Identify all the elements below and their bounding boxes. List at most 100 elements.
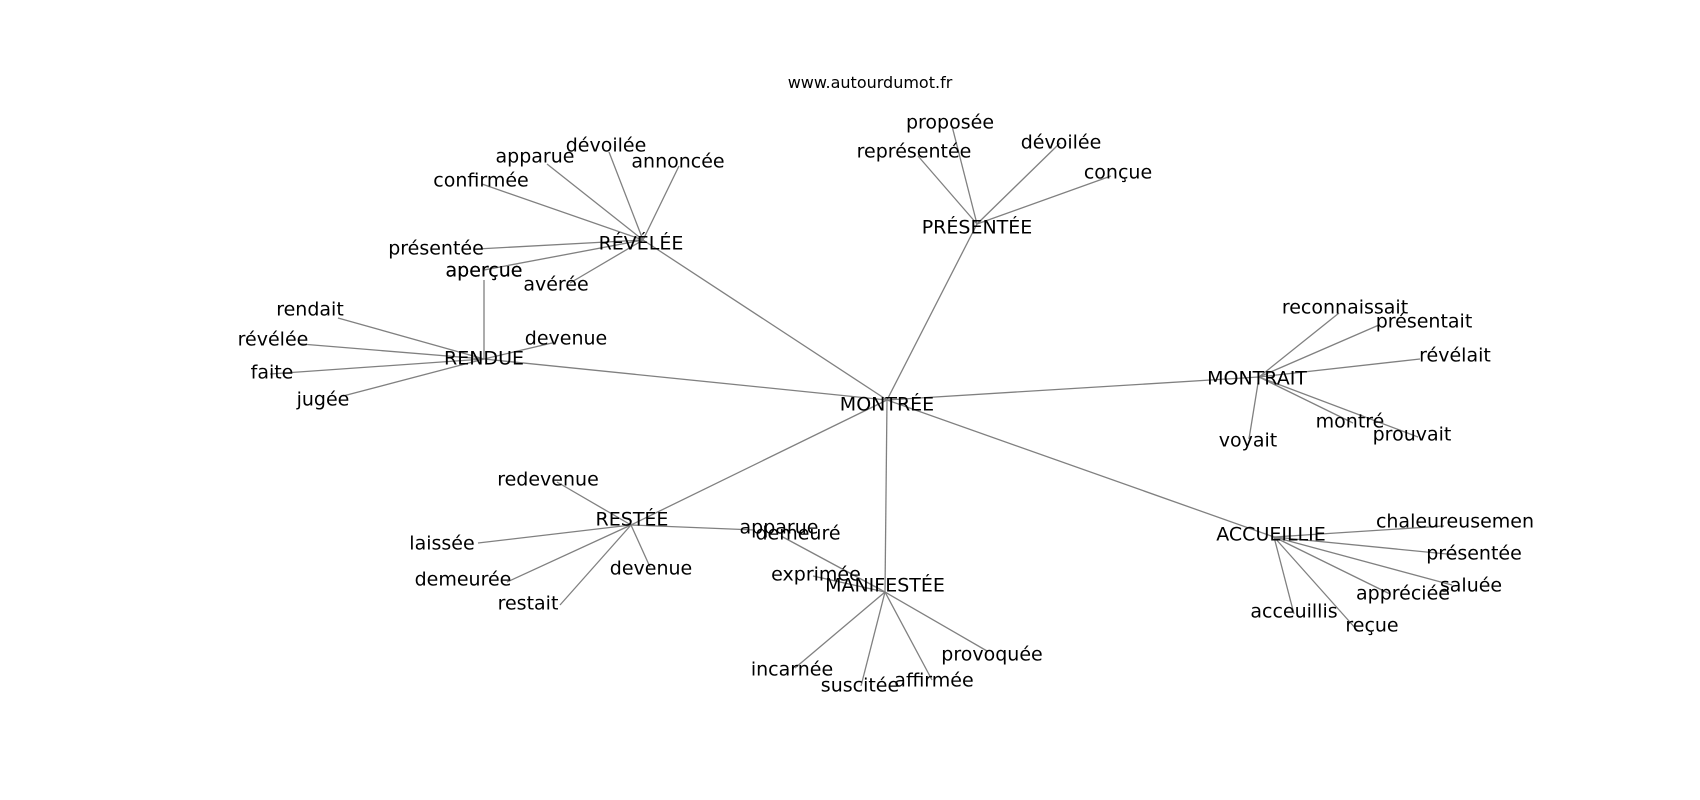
hub-word-restee[interactable]: RESTÉE bbox=[596, 508, 669, 531]
edge bbox=[642, 165, 680, 241]
leaf-word[interactable]: acceuillis bbox=[1250, 601, 1337, 623]
hub-word-accueillie[interactable]: ACCUEILLIE bbox=[1216, 524, 1326, 546]
leaf-word[interactable]: rendait bbox=[276, 299, 344, 321]
edge bbox=[1273, 525, 1445, 538]
edge bbox=[477, 524, 632, 544]
leaf-word[interactable]: demeurée bbox=[415, 569, 512, 591]
leaf-word[interactable]: prouvait bbox=[1373, 424, 1452, 446]
edge bbox=[642, 239, 888, 401]
leaf-word[interactable]: confirmée bbox=[433, 170, 528, 192]
edge bbox=[483, 342, 553, 360]
edge bbox=[1273, 536, 1358, 631]
edge bbox=[884, 399, 888, 593]
leaf-word[interactable]: devenue bbox=[610, 558, 692, 580]
edge bbox=[886, 376, 1260, 401]
edge bbox=[951, 125, 978, 225]
edge bbox=[569, 239, 644, 284]
edge bbox=[860, 591, 886, 687]
leaf-word[interactable]: dévoilée bbox=[566, 135, 647, 157]
edge bbox=[630, 524, 756, 531]
edge bbox=[483, 239, 644, 271]
edge bbox=[884, 591, 933, 681]
leaf-word[interactable]: apparue bbox=[740, 517, 819, 539]
hub-word-presentee[interactable]: PRÉSENTÉE bbox=[922, 216, 1033, 239]
leaf-word[interactable]: représentée bbox=[857, 141, 972, 163]
edge bbox=[483, 358, 888, 401]
hub-word-montrait[interactable]: MONTRAIT bbox=[1207, 368, 1307, 390]
leaf-word[interactable]: révélée bbox=[238, 329, 309, 351]
edge bbox=[559, 524, 632, 606]
edge bbox=[884, 591, 988, 652]
leaf-word[interactable]: incarnée bbox=[751, 659, 833, 681]
leaf-word[interactable]: redevenue bbox=[497, 469, 599, 491]
leaf-word[interactable]: chaleureusemen bbox=[1376, 511, 1534, 533]
edge bbox=[1273, 536, 1458, 556]
leaf-word[interactable]: saluée bbox=[1440, 575, 1502, 597]
leaf-word[interactable]: apparue bbox=[496, 146, 575, 168]
hub-word-rendue[interactable]: RENDUE bbox=[444, 348, 524, 370]
center-word[interactable]: MONTRÉE bbox=[840, 393, 934, 416]
hub-word-revelee[interactable]: RÉVÉLÉE bbox=[599, 232, 684, 255]
edge bbox=[976, 142, 1061, 225]
leaf-word[interactable]: laissée bbox=[409, 533, 474, 555]
edge bbox=[546, 163, 644, 241]
edge bbox=[1258, 358, 1421, 378]
edge bbox=[1248, 376, 1260, 440]
leaf-word[interactable]: avérée bbox=[523, 274, 588, 296]
leaf-word[interactable]: annoncée bbox=[631, 151, 724, 173]
leaf-word[interactable]: reconnaissait bbox=[1282, 297, 1408, 319]
labels-layer: MONTRÉERÉVÉLÉEapparuedévoiléeannoncéecon… bbox=[238, 112, 1534, 697]
edge bbox=[1258, 312, 1340, 378]
leaf-word[interactable]: révélait bbox=[1419, 345, 1491, 367]
leaf-word[interactable]: montré bbox=[1316, 411, 1385, 433]
leaf-word[interactable]: présentée bbox=[1426, 543, 1522, 565]
edge bbox=[481, 183, 644, 241]
leaf-word[interactable]: exprimée bbox=[771, 564, 861, 586]
leaf-word[interactable]: affirmée bbox=[894, 670, 973, 692]
leaf-word[interactable]: appréciée bbox=[1356, 583, 1450, 605]
edge bbox=[1273, 536, 1453, 586]
edge bbox=[608, 151, 644, 241]
edge bbox=[1273, 536, 1295, 615]
site-label: www.autourdumot.fr bbox=[788, 73, 953, 92]
leaf-word[interactable]: aperçue bbox=[446, 260, 523, 282]
edge bbox=[1258, 324, 1380, 378]
edge bbox=[630, 399, 888, 526]
edge bbox=[780, 535, 886, 593]
edge bbox=[794, 591, 886, 669]
edge bbox=[300, 343, 485, 360]
leaf-word[interactable]: suscitée bbox=[821, 675, 899, 697]
leaf-word[interactable]: jugée bbox=[296, 389, 350, 411]
edge bbox=[506, 524, 632, 583]
edge bbox=[976, 175, 1112, 225]
leaf-word[interactable]: faite bbox=[251, 362, 294, 384]
leaf-word[interactable]: aperçue bbox=[446, 260, 523, 282]
leaf-word[interactable]: demeuré bbox=[755, 523, 840, 545]
leaf-word[interactable]: présentait bbox=[1376, 311, 1473, 333]
leaf-word[interactable]: provoquée bbox=[941, 644, 1042, 666]
leaf-word[interactable]: dévoilée bbox=[1021, 132, 1102, 154]
edge bbox=[342, 358, 485, 397]
leaf-word[interactable]: proposée bbox=[906, 112, 994, 134]
leaf-word[interactable]: présentée bbox=[388, 238, 484, 260]
edge bbox=[476, 239, 644, 250]
edge bbox=[337, 317, 485, 360]
leaf-word[interactable]: conçue bbox=[1084, 162, 1152, 184]
leaf-word[interactable]: devenue bbox=[525, 328, 607, 350]
hub-word-manifestee[interactable]: MANIFESTÉE bbox=[825, 574, 945, 597]
edge bbox=[917, 155, 978, 225]
edges-layer bbox=[269, 125, 1458, 687]
edge bbox=[1273, 536, 1391, 595]
edge bbox=[1258, 376, 1419, 438]
leaf-word[interactable]: reçue bbox=[1345, 615, 1398, 637]
edge bbox=[269, 358, 485, 375]
edge bbox=[630, 524, 651, 568]
edge bbox=[886, 223, 978, 401]
edge bbox=[556, 481, 632, 526]
edge bbox=[1258, 376, 1354, 424]
edge bbox=[886, 399, 1275, 538]
edge bbox=[812, 575, 886, 593]
leaf-word[interactable]: restait bbox=[498, 593, 559, 615]
leaf-word[interactable]: voyait bbox=[1219, 430, 1277, 452]
